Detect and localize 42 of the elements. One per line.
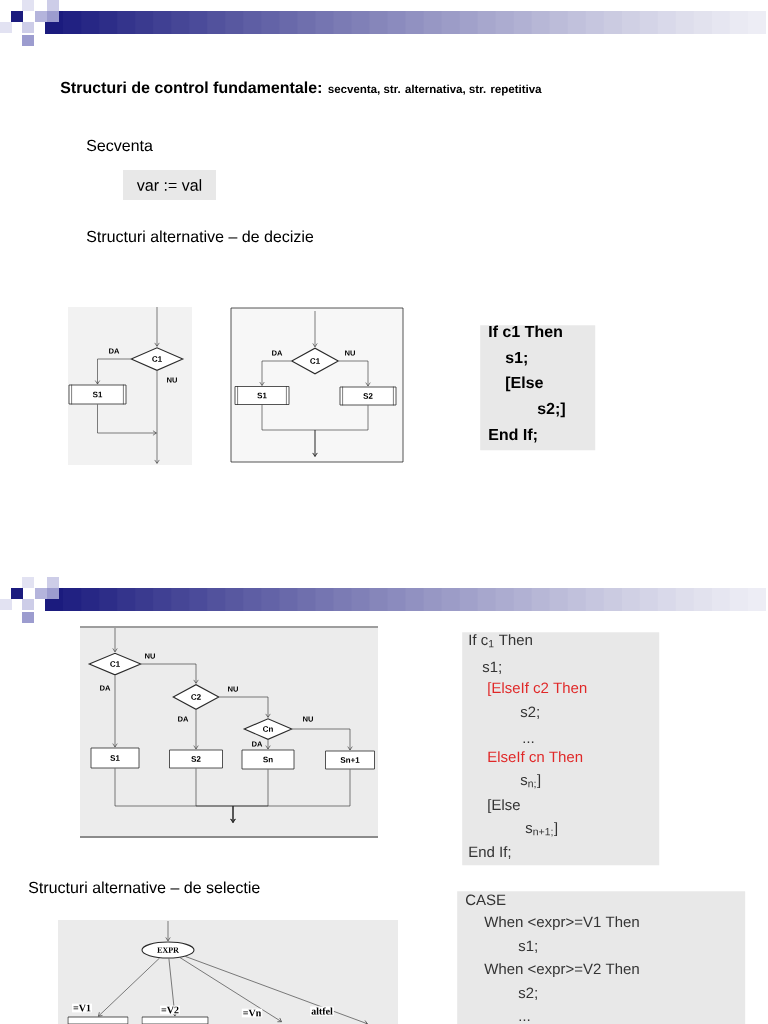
process-box xyxy=(67,1016,129,1024)
code-box: CASE When <expr>=V1 Then s1; When <expr>=V2 Then s2; ... xyxy=(457,891,746,1024)
process-box: S2 xyxy=(169,749,223,769)
section-heading: Structuri alternative – de decizie xyxy=(86,230,314,243)
edge-label: altfel xyxy=(310,1006,334,1016)
arrow xyxy=(193,709,199,750)
arrow xyxy=(154,370,160,464)
arrow xyxy=(230,769,351,823)
code-box: If c1 Then s1; [Else s2;] End If; xyxy=(480,325,596,451)
edge-label: =Vn xyxy=(241,1008,263,1018)
arrow xyxy=(165,920,171,942)
arrow xyxy=(265,739,271,750)
code-box: If c$_{1}$ Then s1; [ElseIf c2 Then s2; ... ElseIf cn Then s$_{n;}$] [Else s$_{n+1;}$] End If; xyxy=(462,632,660,866)
title: Structuri de control fundamentale: xyxy=(60,81,321,94)
subtitle: secventa, str. alternativa, str. repetitiva xyxy=(328,84,542,96)
arrow xyxy=(154,306,160,347)
statement-box: var := val xyxy=(123,170,216,200)
arrow xyxy=(312,405,369,457)
arrow xyxy=(112,627,118,653)
arrow xyxy=(259,360,292,386)
arrow xyxy=(338,360,371,387)
process-box: S1 xyxy=(90,747,140,769)
arrow xyxy=(185,956,368,1024)
arrow xyxy=(168,958,178,1017)
process-box: S1 xyxy=(234,385,290,406)
arrow xyxy=(141,663,199,684)
process-box: Sn+1 xyxy=(325,750,375,770)
arrow xyxy=(97,404,157,436)
process-box: S1 xyxy=(68,384,127,405)
arrow xyxy=(179,957,282,1023)
arrow xyxy=(292,728,353,751)
arrow xyxy=(94,358,131,385)
section-heading: Secventa xyxy=(86,139,153,152)
process-box: Sn xyxy=(241,749,295,770)
arrow xyxy=(219,696,271,718)
edge-label: =V2 xyxy=(160,1005,180,1015)
section-heading: Structuri alternative – de selectie xyxy=(28,881,260,894)
arrow xyxy=(98,957,160,1017)
arrow xyxy=(312,310,318,348)
arrow xyxy=(112,675,118,748)
edge-label: =V1 xyxy=(72,1003,92,1013)
process-box: S2 xyxy=(339,386,397,406)
